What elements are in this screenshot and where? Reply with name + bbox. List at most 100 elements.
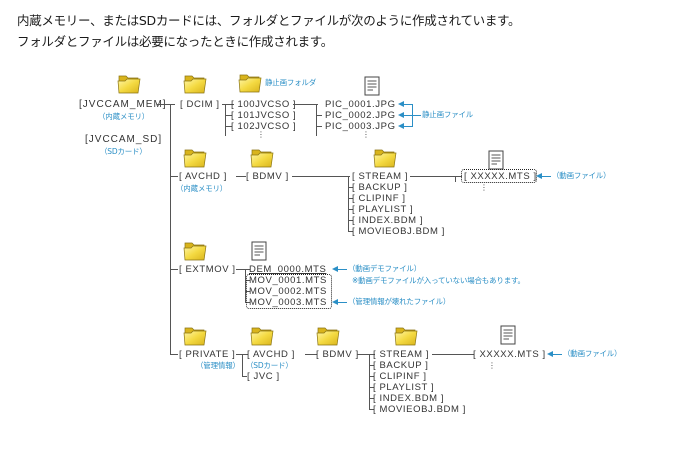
folder-icon <box>316 324 340 346</box>
folder-icon <box>183 324 207 346</box>
connector <box>170 176 178 177</box>
connector <box>348 187 353 188</box>
private-bdmv: [ BDMV ] <box>316 349 359 360</box>
private-label: [ PRIVATE ] <box>179 349 236 360</box>
dcim-label: [ DCIM ] <box>180 99 220 110</box>
avchd-mem-label: [ AVCHD ] <box>179 171 227 182</box>
connector <box>225 126 232 127</box>
connector <box>316 126 322 127</box>
connector <box>157 104 175 105</box>
connector <box>357 354 375 355</box>
folder-icon <box>373 146 397 168</box>
private-stream-file: [ XXXXX.MTS ] <box>473 349 546 360</box>
folder-icon <box>250 324 274 346</box>
dcim-folder-note: 静止画フォルダ <box>265 78 317 87</box>
private-child: [ INDEX.BDM ] <box>373 393 445 404</box>
private-stream-note: （動画ファイル） <box>563 349 622 358</box>
arrow-icon <box>332 266 347 272</box>
extmov-label: [ EXTMOV ] <box>179 264 236 275</box>
connector <box>410 176 462 177</box>
folder-icon <box>183 146 207 168</box>
arrow-icon <box>398 101 413 107</box>
connector <box>369 398 374 399</box>
root-sd-label: [JVCCAM_SD] <box>85 134 163 145</box>
connector <box>455 176 456 182</box>
avchd-mem-note: （内蔵メモリ） <box>176 184 228 193</box>
connector <box>369 354 370 410</box>
avchd-mem-bdmv: [ BDMV ] <box>246 171 289 182</box>
connector <box>348 220 353 221</box>
connector <box>292 176 350 177</box>
connector <box>348 198 353 199</box>
connector <box>369 376 374 377</box>
connector <box>245 269 246 303</box>
folder-icon <box>238 71 262 93</box>
arrow-icon <box>536 173 551 179</box>
avchd-mem-stream-file: [ XXXXX.MTS ] <box>464 171 537 182</box>
extmov-demo-note: （動画デモファイル） <box>348 264 421 273</box>
arrow-icon <box>547 351 562 357</box>
connector <box>293 104 318 105</box>
extmov-broken-note: （管理情報が壊れたファイル） <box>348 297 451 306</box>
connector <box>305 354 317 355</box>
connector <box>242 354 243 376</box>
connector <box>222 104 234 105</box>
pic-file: PIC_0003.JPG <box>325 121 396 132</box>
connector <box>316 115 322 116</box>
ellipsis: ⋮ <box>257 130 265 139</box>
trunk-line <box>170 104 171 354</box>
connector <box>245 280 250 281</box>
ellipsis: ⋮ <box>362 130 370 139</box>
avchd-mem-stream-note: （動画ファイル） <box>552 171 611 180</box>
folder-icon <box>183 72 207 94</box>
bracket-line <box>412 104 413 127</box>
extmov-file: MOV_0001.MTS <box>249 275 327 286</box>
connector <box>236 176 246 177</box>
intro-line-2: フォルダとファイルは必要になったときに作成されます。 <box>17 34 333 49</box>
dcim-subfolder: [ 101JVCSO ] <box>231 110 297 121</box>
connector <box>245 291 250 292</box>
root-sd-note: （SDカード） <box>100 147 147 156</box>
extmov-file: DEM_0000.MTS <box>249 264 327 275</box>
folder-icon <box>117 72 141 94</box>
connector <box>225 115 232 116</box>
connector <box>369 409 374 410</box>
root-mem-note: （内蔵メモリ） <box>98 112 150 121</box>
connector <box>432 354 474 355</box>
avchd-mem-child: [ STREAM ] <box>352 171 409 182</box>
arrow-icon <box>398 123 413 129</box>
folder-icon <box>250 146 274 168</box>
ellipsis: ⋮ <box>480 183 488 192</box>
document-icon <box>364 76 380 96</box>
dcim-subfolder: [ 102JVCSO ] <box>231 121 297 132</box>
document-icon <box>500 325 516 345</box>
folder-icon <box>394 324 418 346</box>
private-child: [ BACKUP ] <box>373 360 429 371</box>
avchd-mem-child: [ BACKUP ] <box>352 182 408 193</box>
private-child: [ PLAYLIST ] <box>373 382 435 393</box>
highlight-box <box>246 274 332 309</box>
private-child: [ CLIPINF ] <box>373 371 427 382</box>
connector <box>236 269 250 270</box>
private-child: [ STREAM ] <box>373 349 430 360</box>
extmov-file: MOV_0003.MTS <box>249 297 327 308</box>
avchd-mem-child: [ INDEX.BDM ] <box>352 215 424 226</box>
connector <box>225 104 226 136</box>
folder-icon <box>183 239 207 261</box>
connector <box>348 209 353 210</box>
document-icon <box>251 241 267 261</box>
avchd-mem-child: [ PLAYLIST ] <box>352 204 414 215</box>
pic-file: PIC_0001.JPG <box>325 99 396 110</box>
connector <box>348 231 353 232</box>
root-mem-label: [JVCCAM_MEM] <box>79 99 167 110</box>
pic-file: PIC_0002.JPG <box>325 110 396 121</box>
connector <box>369 387 374 388</box>
document-icon <box>488 150 504 170</box>
connector <box>245 302 250 303</box>
arrow-icon <box>332 299 347 305</box>
private-note: （管理情報） <box>196 361 240 370</box>
connector <box>316 104 317 136</box>
connector <box>170 354 178 355</box>
private-jvc: [ JVC ] <box>247 371 280 382</box>
dcim-subfolder: [ 100JVCSO ] <box>231 99 297 110</box>
